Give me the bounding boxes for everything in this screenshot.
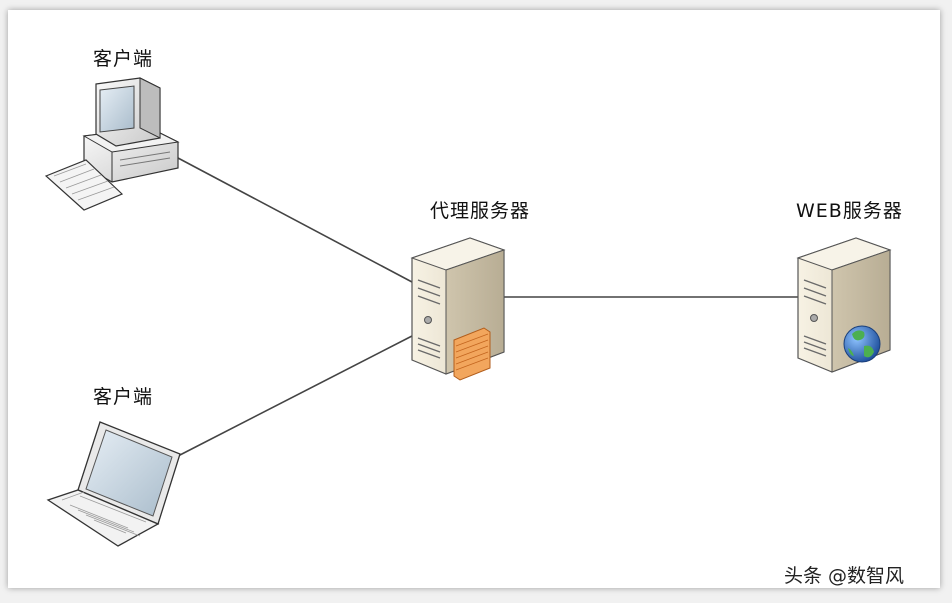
globe-icon <box>843 325 881 363</box>
edge-client-top-proxy <box>177 157 413 283</box>
desktop-computer-icon <box>44 77 180 211</box>
server-globe-icon <box>796 237 892 373</box>
web-server-label: WEB服务器 <box>796 200 903 222</box>
watermark-text: 头条 @数智风 <box>784 565 905 587</box>
client-bottom-label: 客户端 <box>93 386 154 408</box>
proxy-server-label: 代理服务器 <box>430 200 531 222</box>
edge-client-bottom-proxy <box>177 335 413 457</box>
server-firewall-icon <box>410 237 506 381</box>
laptop-icon <box>46 421 181 547</box>
client-top-label: 客户端 <box>93 48 154 70</box>
firewall-icon <box>453 327 491 381</box>
